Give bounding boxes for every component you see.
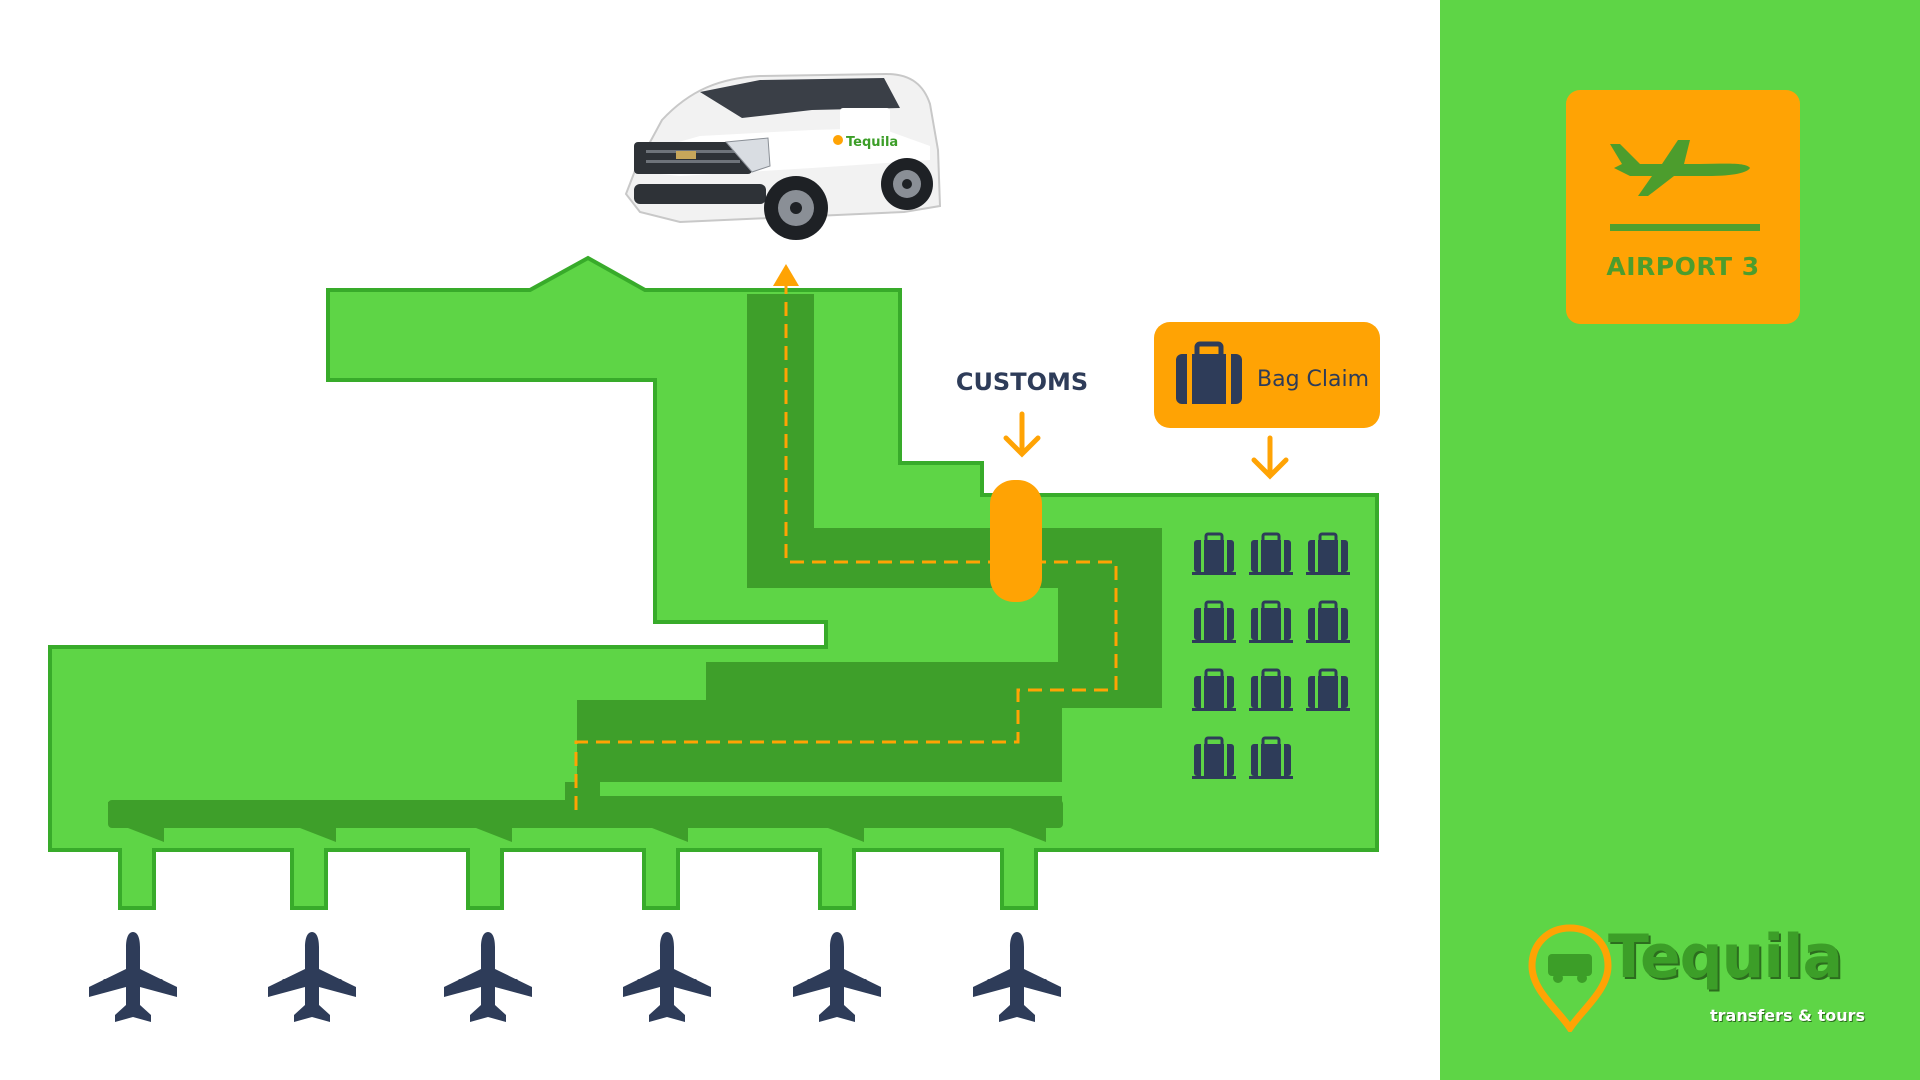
gate-4 xyxy=(642,848,680,910)
gate-3 xyxy=(466,848,504,910)
brand-tagline: transfers & tours xyxy=(1710,1006,1866,1025)
gate-2 xyxy=(290,848,328,910)
gate-1 xyxy=(118,848,156,910)
luggage-icon xyxy=(1304,532,1352,577)
gate-6 xyxy=(1000,848,1038,910)
luggage-icon xyxy=(1247,532,1295,577)
brand-name: Tequila xyxy=(1608,922,1843,992)
plane-icon xyxy=(793,932,881,1022)
luggage-icon xyxy=(1304,600,1352,645)
bag-claim-arrow-down-icon xyxy=(1251,435,1289,480)
gate-connectors xyxy=(118,848,1038,910)
bag-claim-label: Bag Claim xyxy=(1257,367,1369,392)
walkway xyxy=(108,294,1162,816)
customs-checkpoint xyxy=(990,480,1042,602)
airport-card: AIRPORT 3 xyxy=(1566,90,1800,324)
sidebar: AIRPORT 3 Tequila transfers & tours xyxy=(1440,0,1920,1080)
route-dashed xyxy=(574,278,1118,810)
suv-icon: Tequila xyxy=(624,72,942,240)
location-pin-icon xyxy=(1528,924,1612,1032)
luggage-icon xyxy=(1247,600,1295,645)
vehicle-logo-text: Tequila xyxy=(846,135,898,150)
bag-claim-luggage-icon xyxy=(1176,341,1242,404)
plane-icon xyxy=(623,932,711,1022)
gate-5 xyxy=(818,848,856,910)
plane-icon xyxy=(1610,140,1750,196)
plane-icon xyxy=(973,932,1061,1022)
luggage-icon xyxy=(1247,668,1295,713)
luggage-icon xyxy=(1190,600,1238,645)
customs-arrow-down-icon xyxy=(1003,411,1041,458)
plane-icon xyxy=(444,932,532,1022)
luggage-icon xyxy=(1304,668,1352,713)
runway-bar xyxy=(1610,224,1760,231)
route-arrowhead xyxy=(773,264,799,286)
luggage-icon xyxy=(1190,668,1238,713)
airport-label: AIRPORT 3 xyxy=(1606,252,1760,281)
brand-logo: Tequila transfers & tours xyxy=(1528,922,1908,1032)
planes xyxy=(89,932,1061,1022)
luggage-icon xyxy=(1190,532,1238,577)
plane-icon xyxy=(268,932,356,1022)
plane-icon xyxy=(89,932,177,1022)
luggage-icon xyxy=(1190,736,1238,781)
terminal-map: CUSTOMS Bag Claim xyxy=(48,72,1380,1022)
customs-label: CUSTOMS xyxy=(956,368,1088,396)
luggage-icon xyxy=(1247,736,1295,781)
